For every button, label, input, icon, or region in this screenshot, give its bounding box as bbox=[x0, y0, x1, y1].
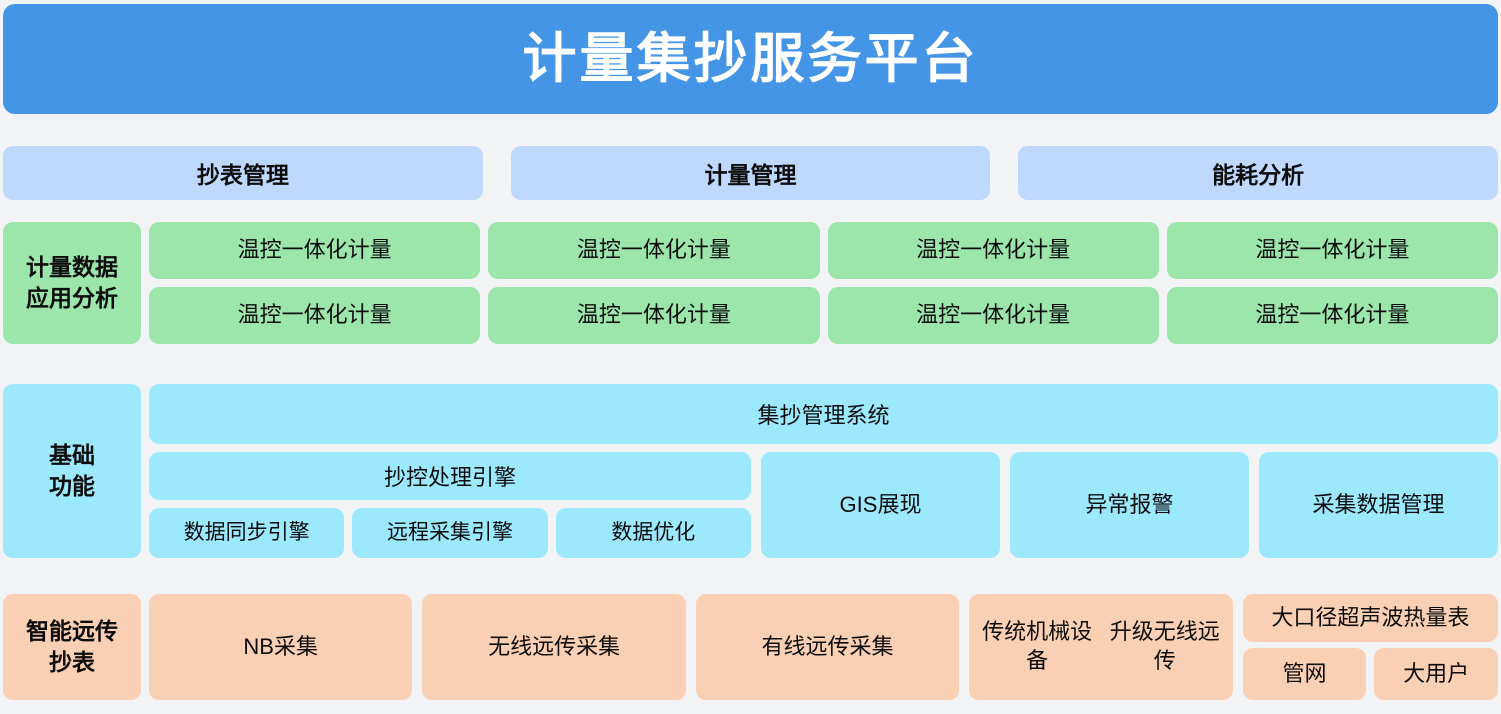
band-data-application-analysis: 计量数据 应用分析 温控一体化计量 温控一体化计量 温控一体化计量 温控一体化计… bbox=[3, 222, 1498, 344]
module-remote-collection-engine[interactable]: 远程采集引擎 bbox=[352, 508, 548, 558]
band-smart-remote-meter-reading: 智能远传 抄表 NB采集 无线远传采集 有线远传采集 传统机械设备 升级无线远传… bbox=[3, 594, 1499, 700]
module-gis-display[interactable]: GIS展现 bbox=[761, 452, 1000, 558]
band-label-smart-remote-meter-reading: 智能远传 抄表 bbox=[3, 594, 141, 700]
tab-energy-analysis[interactable]: 能耗分析 bbox=[1018, 146, 1499, 200]
band-label-line-2: 抄表 bbox=[49, 649, 95, 675]
meter-item-wired-remote-collection[interactable]: 有线远传采集 bbox=[695, 594, 960, 700]
analysis-cell[interactable]: 温控一体化计量 bbox=[149, 287, 481, 344]
analysis-cell[interactable]: 温控一体化计量 bbox=[149, 222, 481, 279]
band-label-line-1: 智能远传 bbox=[26, 617, 118, 644]
basic-functions-modules-row: 抄控处理引擎 数据同步引擎 远程采集引擎 数据优化 GIS展现 异常报警 采集数… bbox=[149, 452, 1498, 558]
band-label-line-1: 基础 bbox=[49, 441, 95, 468]
meter-items-row: NB采集 无线远传采集 有线远传采集 传统机械设备 升级无线远传 大口径超声波热… bbox=[149, 594, 1499, 700]
meter-item-legacy-equipment-upgrade[interactable]: 传统机械设备 升级无线远传 bbox=[969, 594, 1233, 700]
band-label-line-2: 功能 bbox=[49, 473, 95, 499]
band-label-basic-functions: 基础 功能 bbox=[3, 384, 141, 558]
processing-engine-group: 抄控处理引擎 数据同步引擎 远程采集引擎 数据优化 bbox=[149, 452, 751, 558]
meter-item-large-diameter-ultrasonic-heat-meter[interactable]: 大口径超声波热量表 bbox=[1242, 594, 1499, 642]
page-title: 计量集抄服务平台 bbox=[522, 29, 979, 89]
module-abnormal-alarm[interactable]: 异常报警 bbox=[1010, 452, 1249, 558]
legacy-upgrade-line-2: 升级无线远传 bbox=[1109, 619, 1220, 673]
analysis-cell[interactable]: 温控一体化计量 bbox=[488, 222, 820, 279]
large-diameter-subitems: 管网 大用户 bbox=[1242, 648, 1499, 700]
analysis-cell[interactable]: 温控一体化计量 bbox=[827, 287, 1159, 344]
module-data-sync-engine[interactable]: 数据同步引擎 bbox=[149, 508, 345, 558]
module-processing-engine[interactable]: 抄控处理引擎 bbox=[149, 452, 751, 500]
band-label-line-2: 应用分析 bbox=[26, 285, 118, 311]
meter-item-wireless-remote-collection[interactable]: 无线远传采集 bbox=[422, 594, 686, 700]
module-data-optimization[interactable]: 数据优化 bbox=[555, 508, 751, 558]
collection-management-system-bar[interactable]: 集抄管理系统 bbox=[149, 384, 1498, 444]
large-diameter-group: 大口径超声波热量表 管网 大用户 bbox=[1242, 594, 1499, 700]
meter-item-large-user[interactable]: 大用户 bbox=[1374, 648, 1499, 700]
top-tabs-row: 抄表管理 计量管理 能耗分析 bbox=[3, 146, 1499, 200]
analysis-row-1: 温控一体化计量 温控一体化计量 温控一体化计量 温控一体化计量 bbox=[149, 222, 1498, 279]
processing-engine-subitems: 数据同步引擎 远程采集引擎 数据优化 bbox=[149, 508, 751, 558]
band-label-line-1: 计量数据 bbox=[26, 253, 118, 280]
meter-item-nb-collection[interactable]: NB采集 bbox=[149, 594, 413, 700]
module-collected-data-management[interactable]: 采集数据管理 bbox=[1259, 452, 1498, 558]
band-body-data-application-analysis: 温控一体化计量 温控一体化计量 温控一体化计量 温控一体化计量 温控一体化计量 … bbox=[149, 222, 1498, 344]
tab-meter-reading-management[interactable]: 抄表管理 bbox=[3, 146, 483, 200]
band-label-data-application-analysis: 计量数据 应用分析 bbox=[3, 222, 141, 344]
legacy-upgrade-line-1: 传统机械设备 bbox=[982, 619, 1093, 673]
tab-metering-management[interactable]: 计量管理 bbox=[510, 146, 991, 200]
band-basic-functions: 基础 功能 集抄管理系统 抄控处理引擎 数据同步引擎 远程采集引擎 数据优化 G… bbox=[3, 384, 1498, 558]
analysis-cell[interactable]: 温控一体化计量 bbox=[1166, 287, 1498, 344]
meter-item-pipe-network[interactable]: 管网 bbox=[1242, 648, 1367, 700]
platform-header-banner: 计量集抄服务平台 bbox=[3, 4, 1498, 114]
band-body-basic-functions: 集抄管理系统 抄控处理引擎 数据同步引擎 远程采集引擎 数据优化 GIS展现 异… bbox=[149, 384, 1498, 558]
analysis-cell[interactable]: 温控一体化计量 bbox=[827, 222, 1159, 279]
band-body-smart-remote-meter-reading: NB采集 无线远传采集 有线远传采集 传统机械设备 升级无线远传 大口径超声波热… bbox=[149, 594, 1499, 700]
analysis-row-2: 温控一体化计量 温控一体化计量 温控一体化计量 温控一体化计量 bbox=[149, 287, 1498, 344]
analysis-cell[interactable]: 温控一体化计量 bbox=[488, 287, 820, 344]
analysis-cell[interactable]: 温控一体化计量 bbox=[1166, 222, 1498, 279]
